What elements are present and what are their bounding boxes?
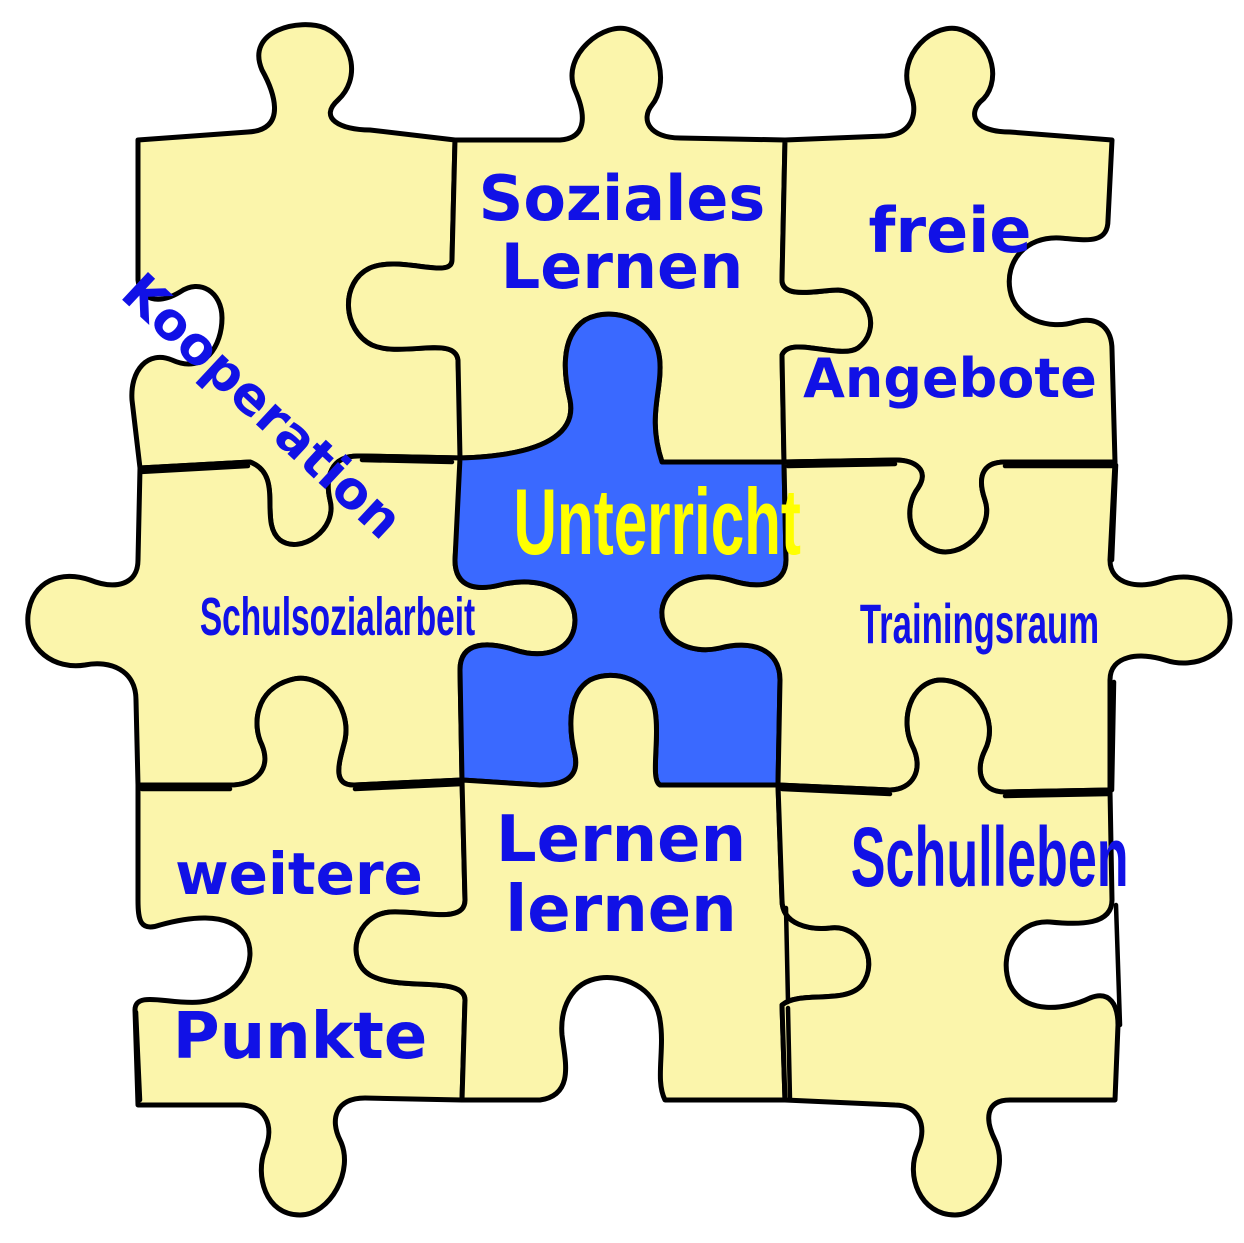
- label-weitere: weitere: [140, 845, 458, 903]
- label-punkte-text: Punkte: [173, 1000, 428, 1074]
- label-freie-text: freie: [869, 194, 1032, 267]
- label-unterricht[interactable]: Unterricht: [514, 475, 722, 569]
- label-lernen-3: lernen: [462, 875, 780, 945]
- label-schulsozialarbeit-text: Schulsozialarbeit: [200, 587, 475, 647]
- label-schulleben-text: Schulleben: [851, 810, 1129, 904]
- label-schulleben: Schulleben: [851, 815, 1049, 899]
- label-trainingsraum-text: Trainingsraum: [860, 592, 1099, 655]
- label-punkte: Punkte: [155, 1005, 445, 1069]
- label-freie: freie: [855, 200, 1045, 262]
- label-trainingsraum: Trainingsraum: [860, 596, 1055, 652]
- label-soziales: Soziales: [462, 165, 782, 233]
- label-lernen-2: Lernen: [462, 805, 780, 875]
- label-angebote: Angebote: [795, 352, 1105, 406]
- label-angebote-text: Angebote: [803, 347, 1097, 410]
- label-schulsozialarbeit: Schulsozialarbeit: [200, 590, 395, 644]
- label-soziales-lernen: Soziales Lernen: [462, 165, 782, 301]
- label-weitere-text: weitere: [175, 840, 423, 908]
- label-unterricht-text: Unterricht: [514, 469, 801, 574]
- label-lernen-lernen: Lernen lernen: [462, 805, 780, 945]
- label-lernen-1: Lernen: [462, 233, 782, 301]
